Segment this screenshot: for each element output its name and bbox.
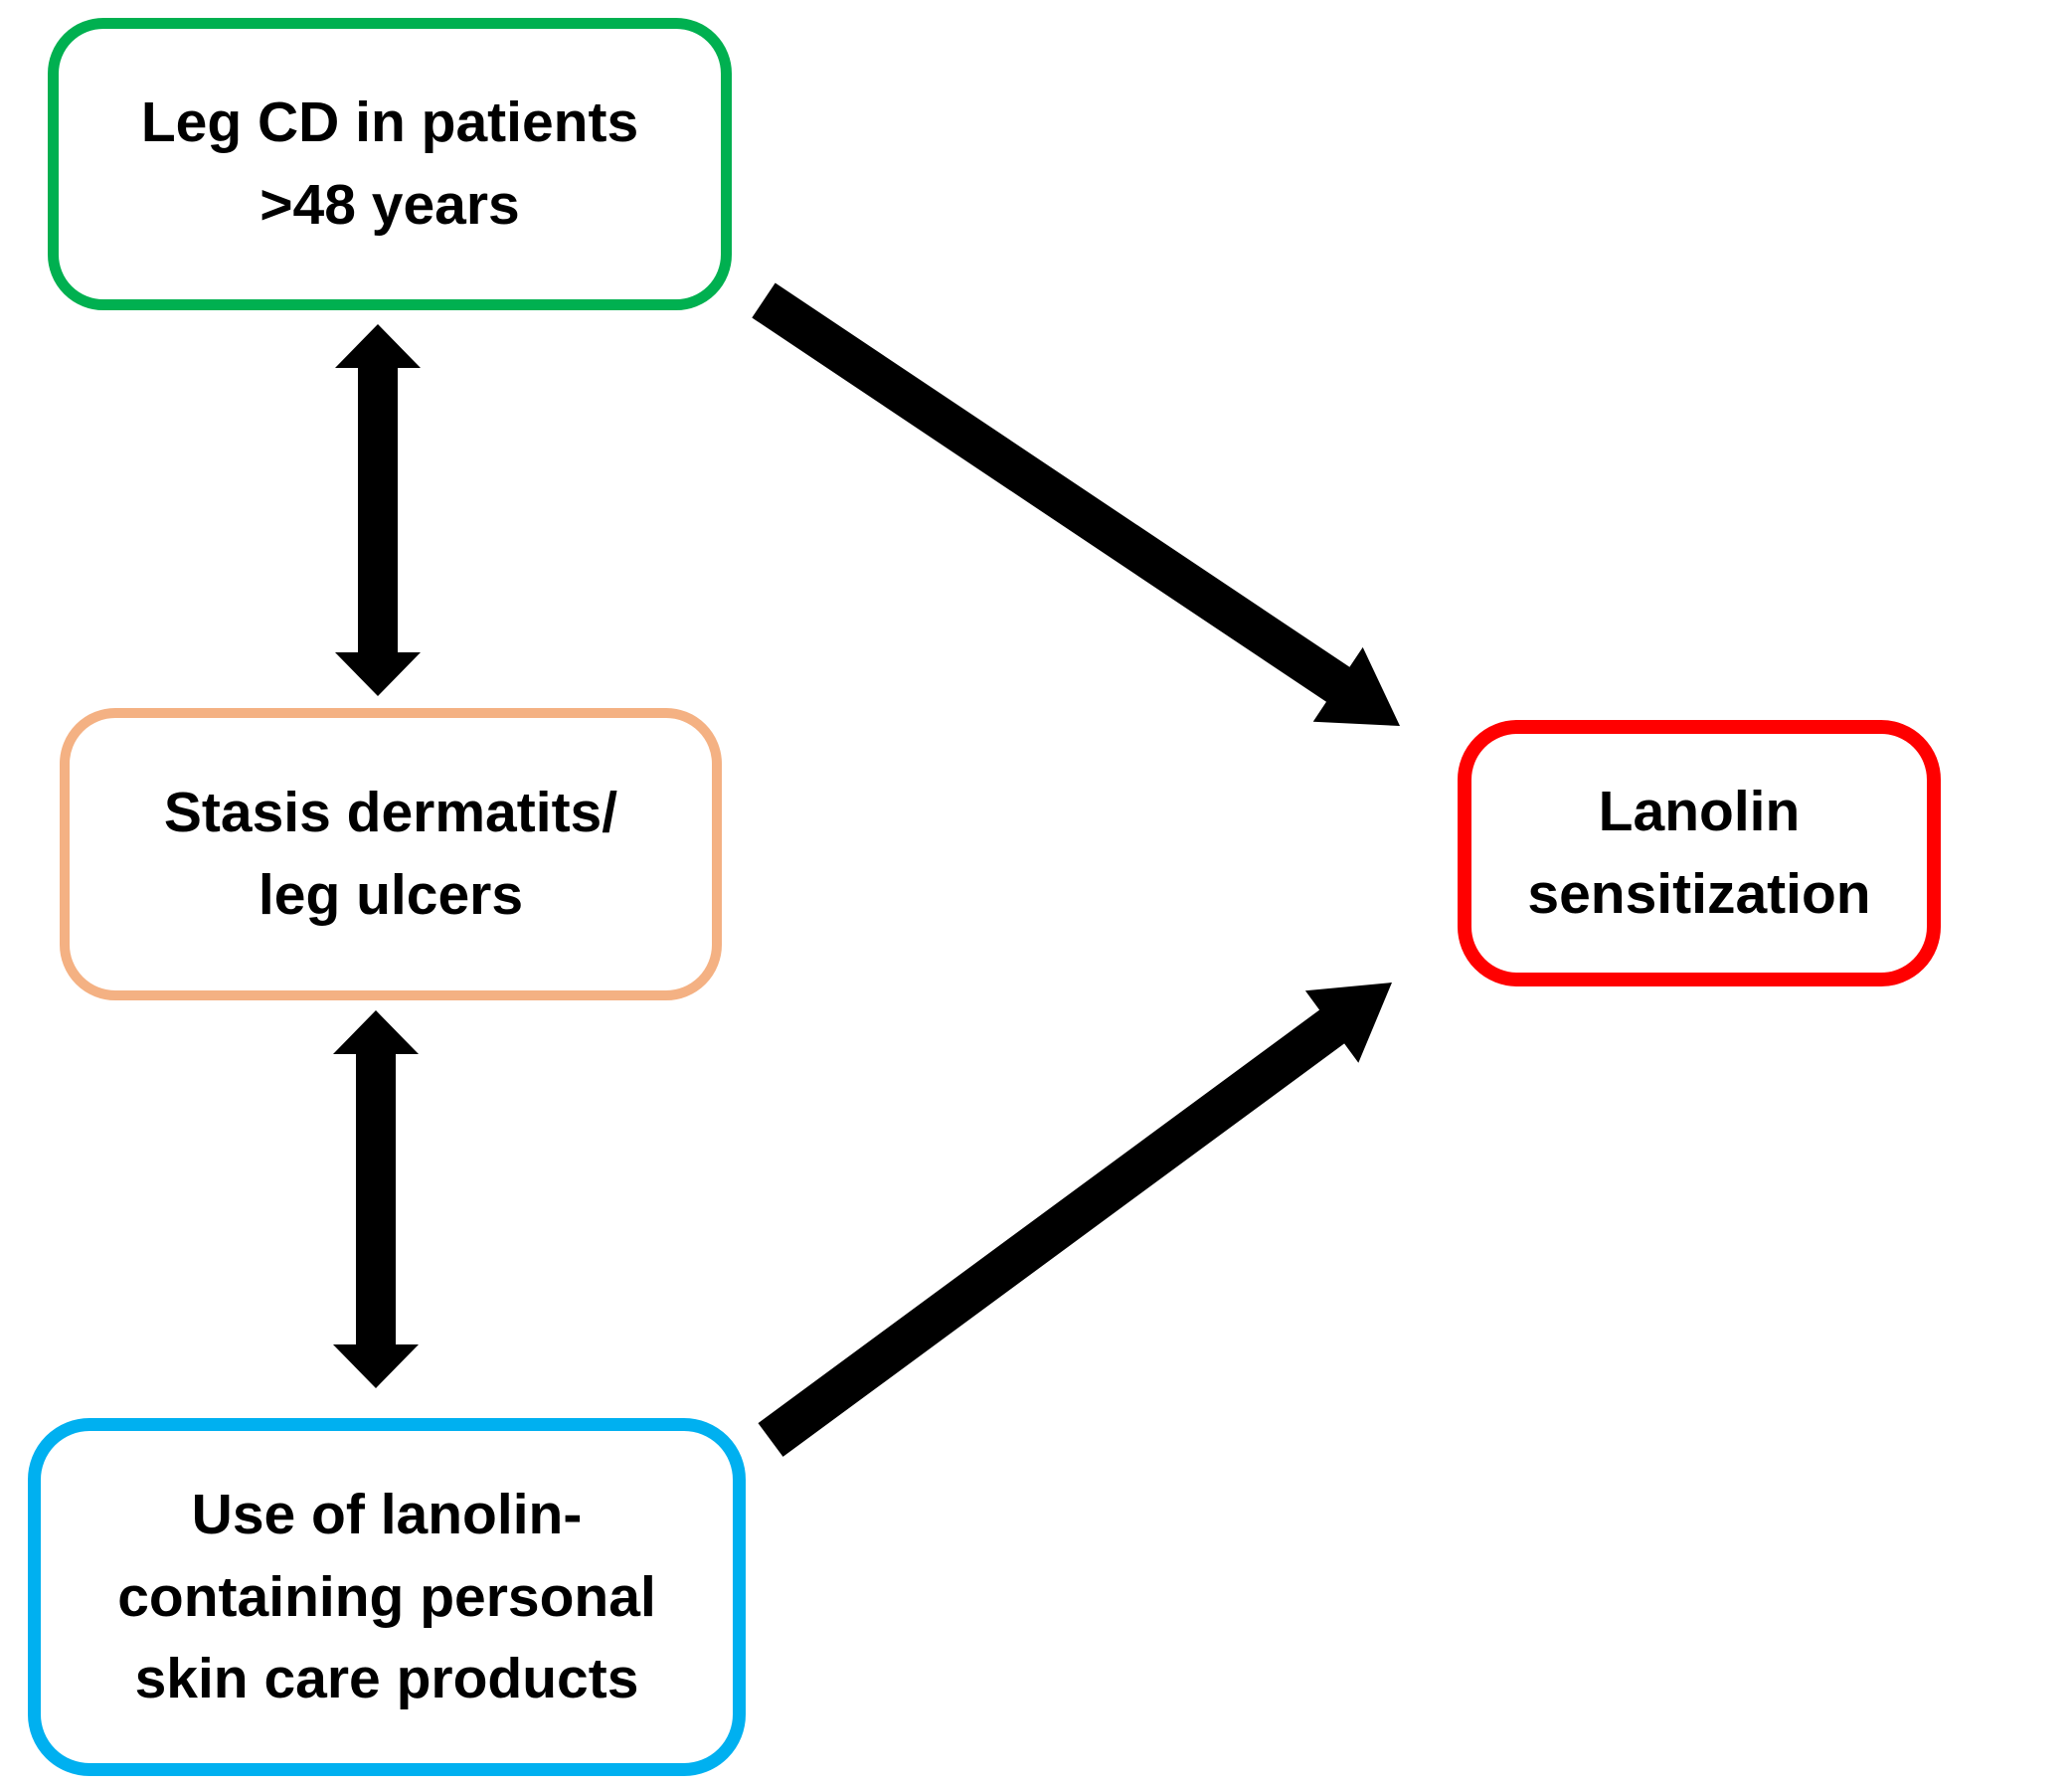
node-stasis-line-2: leg ulcers — [258, 863, 524, 927]
node-leg-cd-line-2: >48 years — [259, 173, 520, 237]
double-arrow-leg-cd-stasis-icon — [335, 324, 421, 696]
arrow-leg-cd-sensitization-icon — [752, 282, 1400, 726]
node-lanolin-products-line-2: containing personal — [117, 1564, 656, 1629]
node-lanolin-products-line-3: skin care products — [134, 1647, 639, 1711]
node-sensitization-line-1: Lanolin — [1598, 780, 1801, 844]
node-stasis-line-1: Stasis dermatits/ — [163, 781, 618, 845]
node-stasis-dermatitis: Stasis dermatits/ leg ulcers — [60, 708, 722, 1000]
arrow-lanolin-products-sensitization-icon — [758, 983, 1392, 1457]
node-leg-cd: Leg CD in patients >48 years — [48, 18, 732, 310]
node-lanolin-products-line-1: Use of lanolin- — [191, 1483, 583, 1547]
node-lanolin-products: Use of lanolin- containing personal skin… — [28, 1418, 746, 1776]
node-sensitization-line-2: sensitization — [1527, 862, 1871, 926]
double-arrow-stasis-lanolin-products-icon — [333, 1010, 419, 1388]
node-lanolin-sensitization: Lanolin sensitization — [1458, 720, 1941, 986]
node-leg-cd-line-1: Leg CD in patients — [140, 90, 639, 155]
